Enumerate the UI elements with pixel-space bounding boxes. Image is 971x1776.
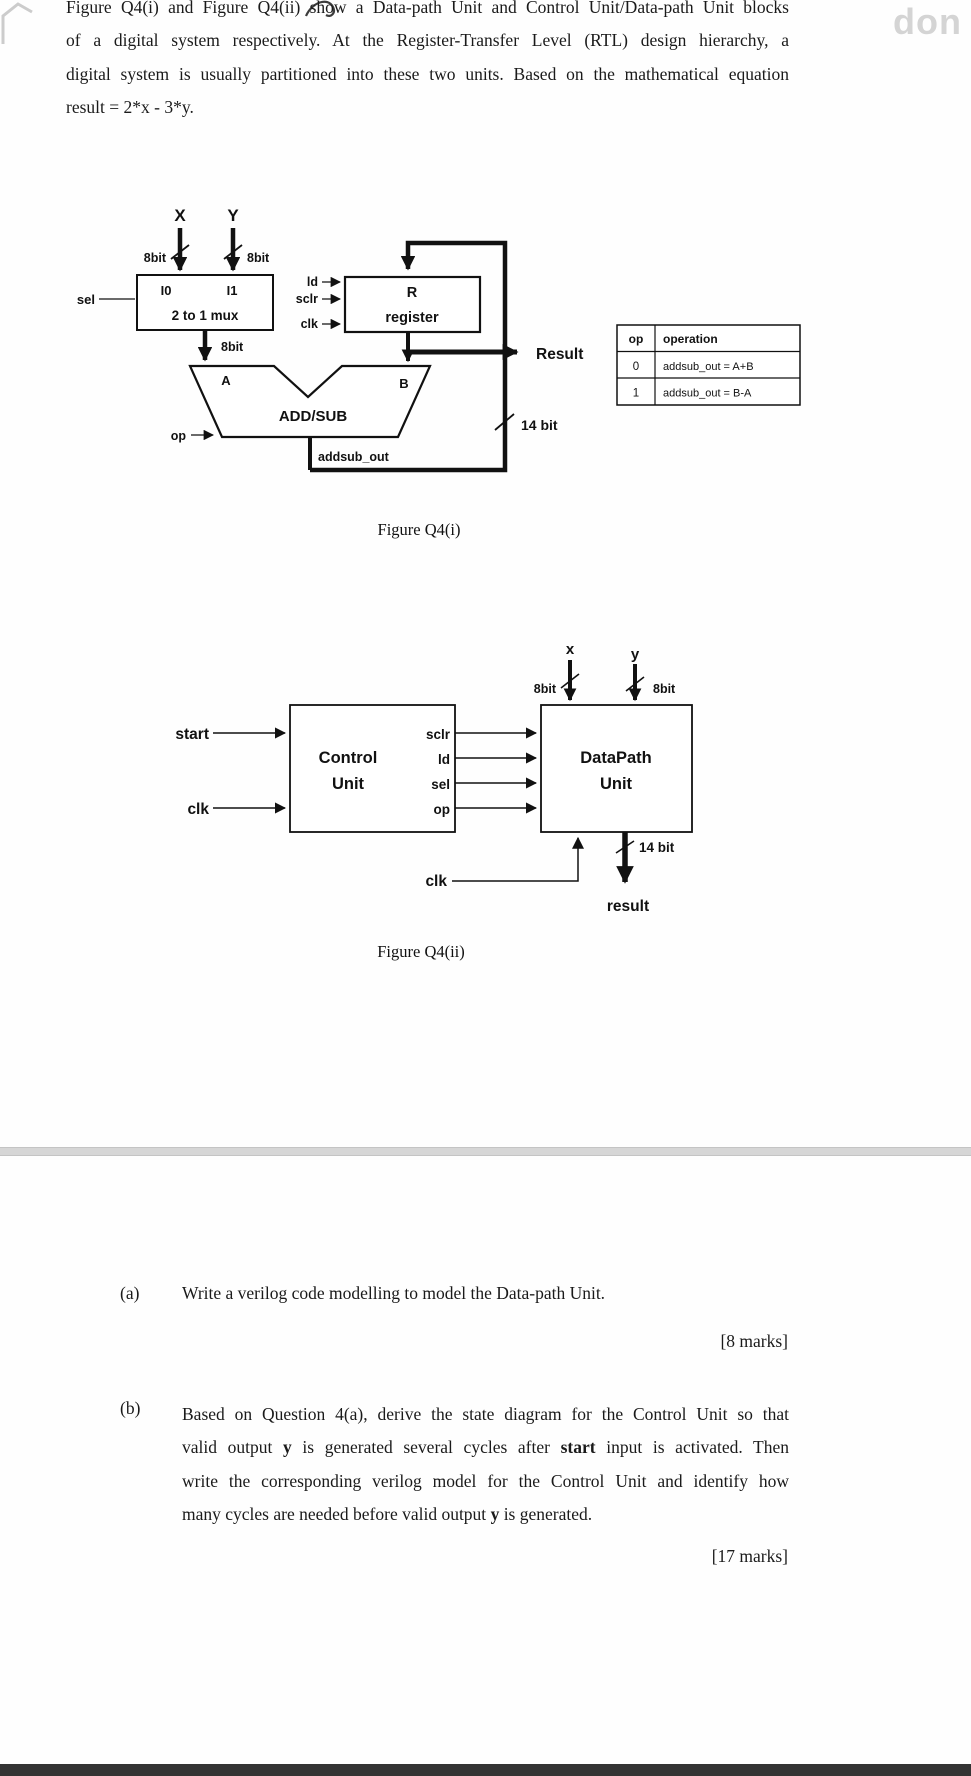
figure-q4ii-caption: Figure Q4(ii) bbox=[377, 942, 465, 961]
op-table-cell-r2c2: addsub_out = B-A bbox=[663, 388, 752, 400]
fig2-x-bits-label: 8bit bbox=[534, 682, 557, 696]
figure-q4i-caption: Figure Q4(i) bbox=[377, 520, 461, 539]
figure-q4ii-diagram: x y 8bit 8bit Control Unit start clk scl… bbox=[175, 641, 693, 915]
fig1-x-label: X bbox=[174, 206, 186, 225]
pen-mark-stroke bbox=[304, 0, 335, 17]
signal-ld-label: ld bbox=[438, 752, 450, 767]
b-line4-seg1: many cycles are needed before valid outp… bbox=[182, 1504, 491, 1525]
signal-sclr-label: sclr bbox=[426, 727, 451, 742]
section-divider bbox=[0, 1147, 971, 1156]
op-table bbox=[616, 324, 801, 406]
alu-op-label: op bbox=[171, 429, 187, 443]
result-label: Result bbox=[536, 346, 583, 363]
op-table-cell-r2c1: 1 bbox=[633, 388, 639, 400]
result-output-label: result bbox=[607, 898, 649, 915]
alu-b-port-label: B bbox=[399, 376, 408, 391]
alu-output-name-label: addsub_out bbox=[318, 450, 390, 464]
mux-sel-label: sel bbox=[77, 292, 95, 307]
corner-artifact-line bbox=[1, 2, 33, 44]
b-line2-seg1: valid output bbox=[182, 1437, 283, 1458]
intro-line-4: result = 2*x - 3*y. bbox=[66, 97, 194, 118]
mux-i1-label: I1 bbox=[227, 283, 238, 298]
scan-corner-artifact bbox=[1, 2, 33, 44]
start-label: start bbox=[175, 726, 209, 743]
addsub-alu-shape bbox=[188, 364, 432, 439]
register-title-label: R bbox=[407, 285, 418, 301]
fig1-y-label: Y bbox=[227, 206, 239, 225]
question-b-text: Based on Question 4(a), derive the state… bbox=[182, 1398, 789, 1532]
b-line2-seg3: is generated several cycles after bbox=[291, 1437, 561, 1458]
question-a-marks: [8 marks] bbox=[720, 1331, 788, 1351]
feedback-bits-label: 14 bit bbox=[521, 417, 558, 433]
figure-q4i-diagram: X Y 8bit 8bit I0 I1 2 to 1 mux sel 8bit … bbox=[77, 206, 801, 473]
control-unit-label-1: Control bbox=[319, 749, 378, 767]
question-a-label: (a) bbox=[120, 1283, 140, 1303]
fig2-x-bus-slash bbox=[560, 673, 580, 689]
b-line4-seg2-bold-y: y bbox=[490, 1504, 500, 1525]
op-table-cell-r1c1: 0 bbox=[633, 361, 639, 373]
question-b-marks: [17 marks] bbox=[711, 1546, 788, 1566]
datapath-unit-label-2: Unit bbox=[600, 775, 633, 793]
b-line2-seg5: input is activated. Then bbox=[595, 1437, 789, 1458]
fig1-x-bits-label: 8bit bbox=[144, 251, 167, 265]
intro-paragraph: Figure Q4(i) and Figure Q4(ii) show a Da… bbox=[66, 0, 789, 125]
fig1-x-bus-slash bbox=[170, 244, 190, 260]
intro-line-2: of a digital system respectively. At the… bbox=[66, 30, 789, 51]
fig1-y-bits-label: 8bit bbox=[247, 251, 270, 265]
register-sclr-label: sclr bbox=[296, 292, 318, 306]
watermark: don bbox=[893, 1, 962, 42]
clk-bottom-label: clk bbox=[425, 873, 447, 890]
alu-a-port-label: A bbox=[221, 373, 231, 388]
signal-sel-label: sel bbox=[431, 777, 450, 792]
pen-mark-artifact bbox=[304, 0, 335, 17]
op-table-cell-r1c2: addsub_out = A+B bbox=[663, 361, 754, 373]
mux-i0-label: I0 bbox=[161, 283, 172, 298]
question-b-label: (b) bbox=[120, 1398, 141, 1418]
mux-name-label: 2 to 1 mux bbox=[172, 308, 239, 323]
datapath-unit-box bbox=[540, 704, 693, 833]
register-ld-label: ld bbox=[307, 275, 318, 289]
fig2-x-label: x bbox=[566, 641, 575, 658]
intro-line-3: digital system is usually partitioned in… bbox=[66, 63, 789, 84]
question-a-text: Write a verilog code modelling to model … bbox=[182, 1283, 606, 1303]
op-table-header-op: op bbox=[629, 332, 644, 346]
clk-bottom-wire bbox=[452, 836, 584, 882]
register-box bbox=[343, 275, 482, 334]
question-b-line-1: Based on Question 4(a), derive the state… bbox=[182, 1404, 789, 1424]
mux-box bbox=[136, 274, 274, 331]
feedback-bus bbox=[310, 240, 508, 473]
control-unit-label-2: Unit bbox=[332, 775, 365, 793]
register-subtitle-label: register bbox=[385, 310, 439, 326]
fig1-y-bus-slash bbox=[223, 244, 243, 260]
b-line2-seg2-bold-y: y bbox=[283, 1437, 292, 1458]
feedback-bus-slash bbox=[494, 413, 515, 431]
scan-bottom-bar bbox=[0, 1764, 971, 1776]
mux-output-bits-label: 8bit bbox=[221, 340, 244, 354]
fig2-y-bits-label: 8bit bbox=[653, 682, 676, 696]
clk-top-label: clk bbox=[187, 801, 209, 818]
result-output-slash bbox=[615, 840, 635, 854]
b-line4-seg3: is generated. bbox=[499, 1504, 593, 1525]
question-b-line-3: write the corresponding verilog model fo… bbox=[182, 1470, 789, 1491]
question-b-line-4: many cycles are needed before valid outp… bbox=[182, 1498, 789, 1531]
fig2-y-bus-slash bbox=[625, 676, 645, 692]
datapath-unit-label-1: DataPath bbox=[580, 749, 652, 767]
register-clk-label: clk bbox=[301, 317, 318, 331]
question-b-line-2: valid output y is generated several cycl… bbox=[182, 1431, 789, 1464]
intro-line-1: Figure Q4(i) and Figure Q4(ii) show a Da… bbox=[66, 0, 789, 17]
b-line2-seg4-bold-start: start bbox=[560, 1437, 596, 1458]
signal-op-label: op bbox=[434, 802, 451, 817]
result-bits-label: 14 bit bbox=[639, 840, 675, 855]
fig2-y-label: y bbox=[631, 646, 640, 663]
control-unit-box bbox=[289, 704, 456, 833]
alu-name-label: ADD/SUB bbox=[279, 408, 348, 425]
op-table-header-operation: operation bbox=[663, 332, 718, 346]
